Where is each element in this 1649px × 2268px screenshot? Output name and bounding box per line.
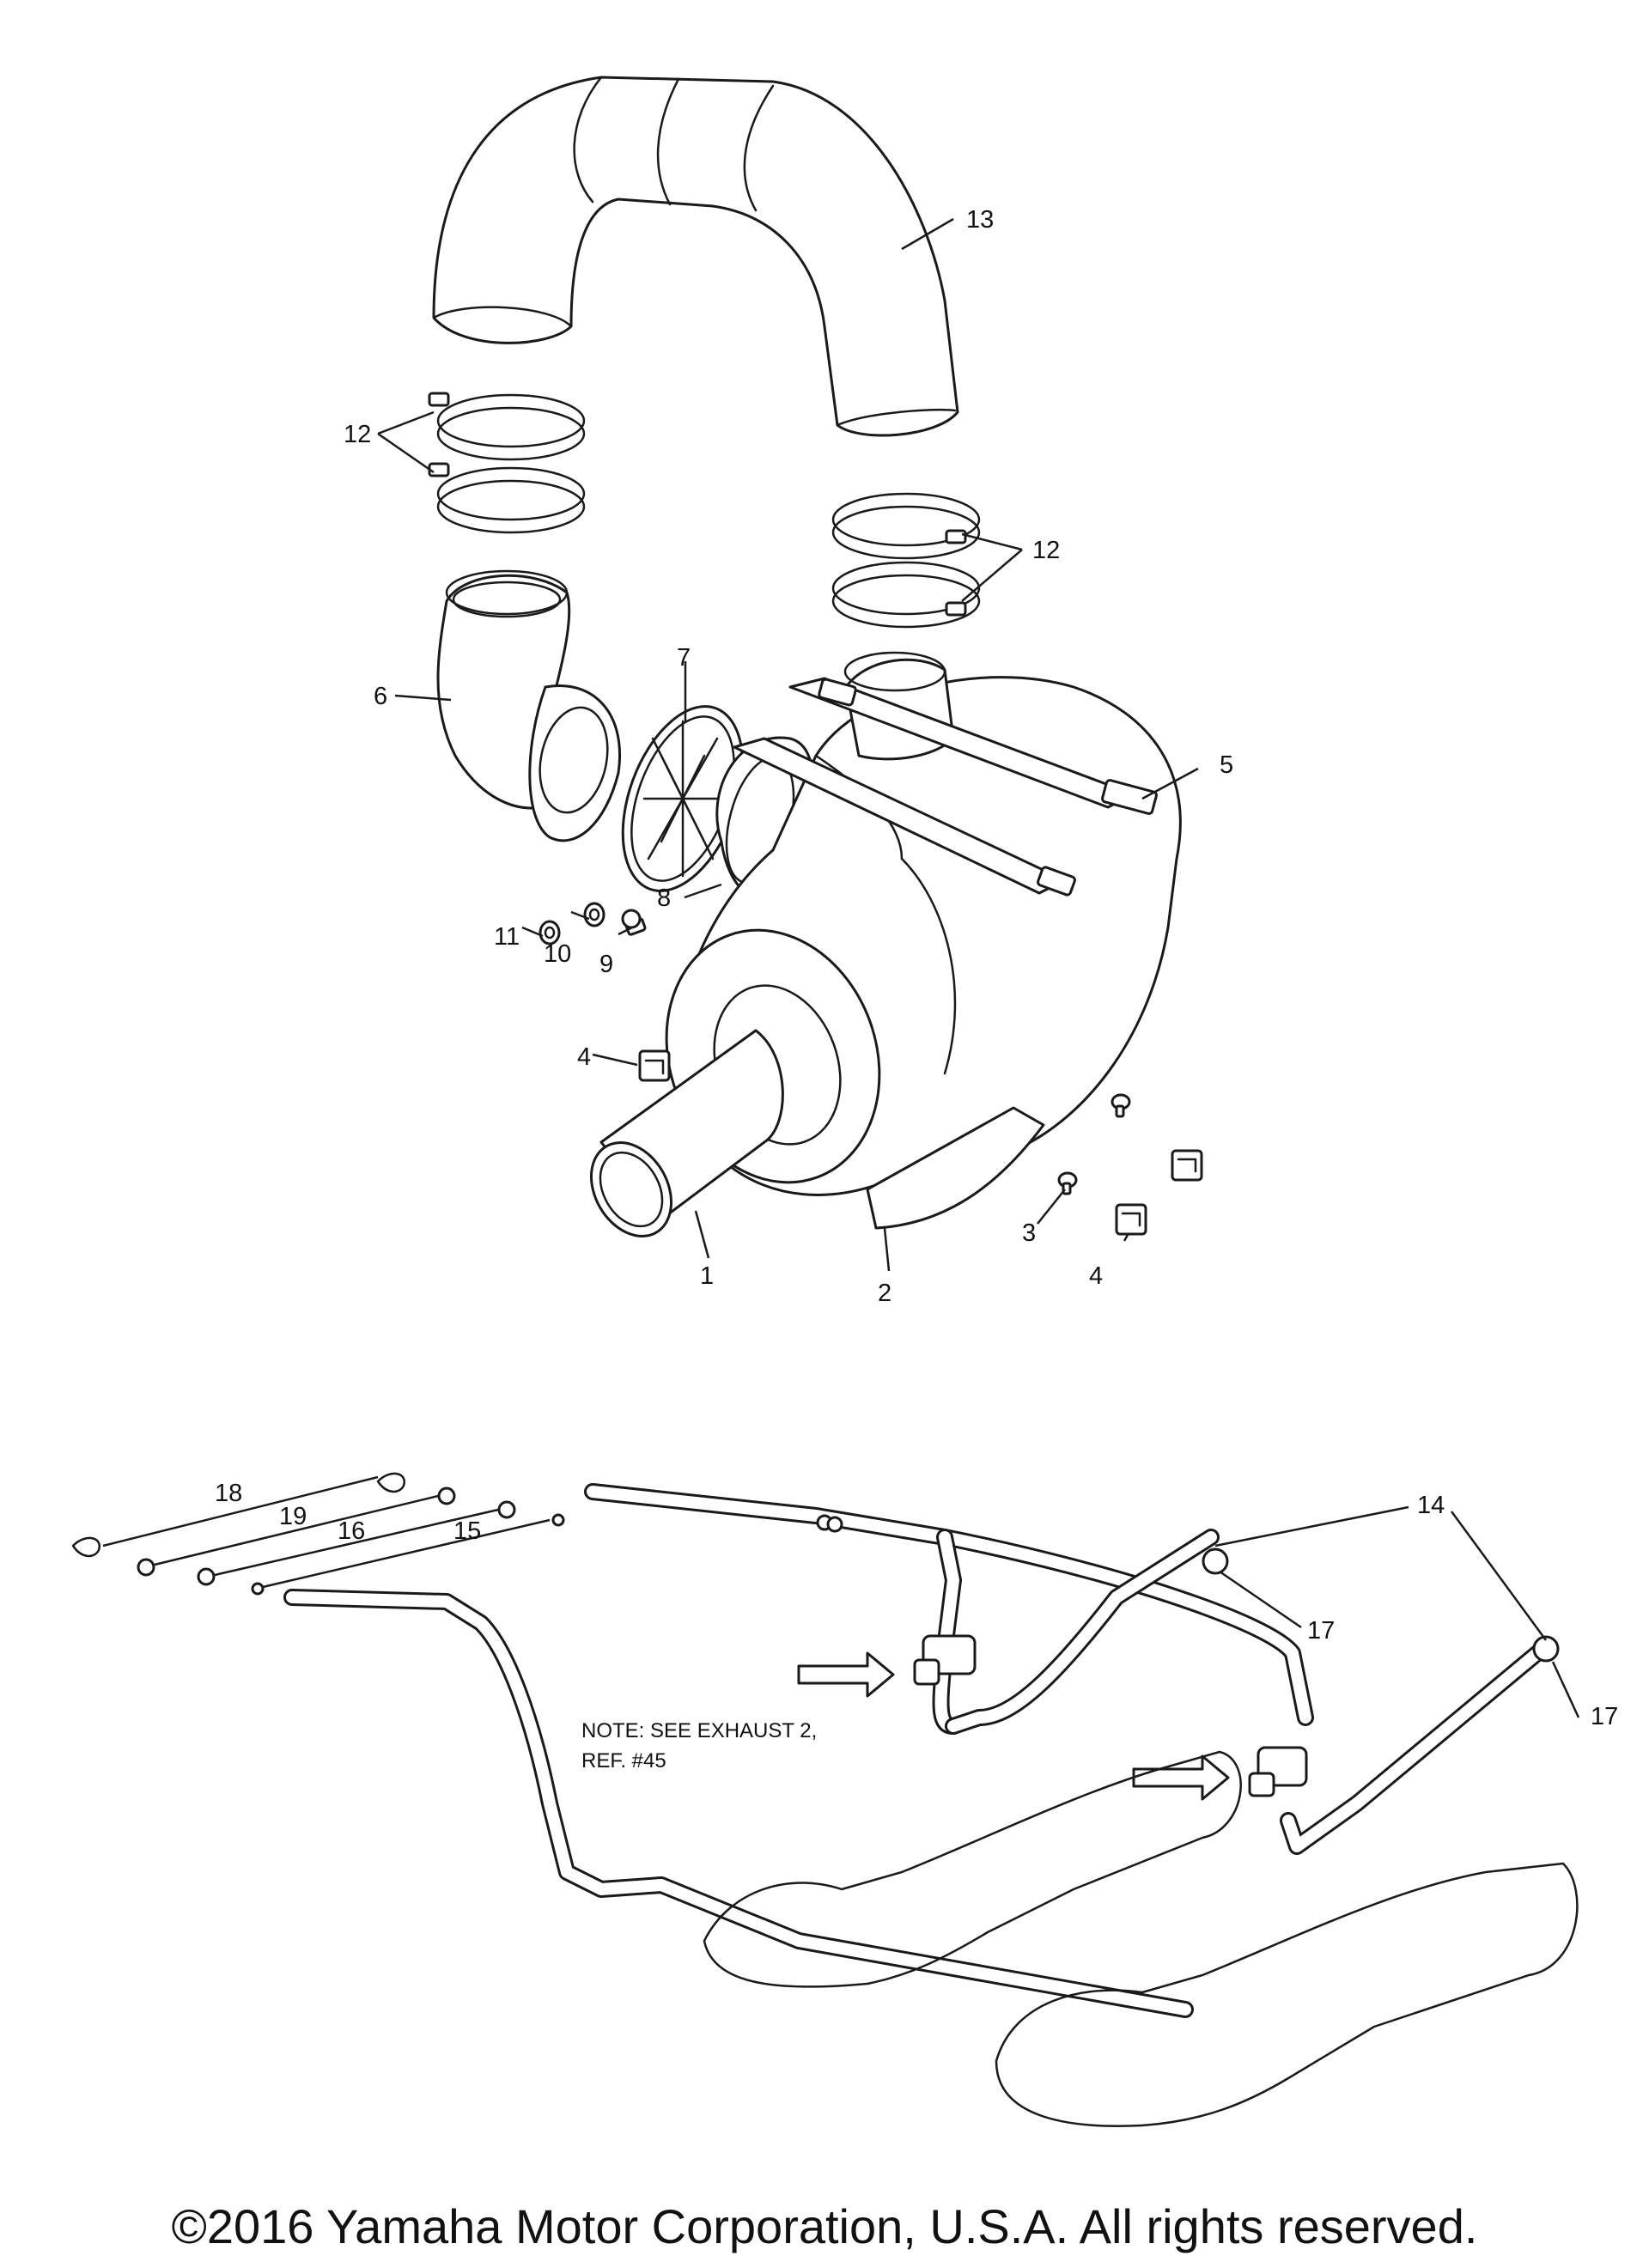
callout-8: 8 — [657, 885, 671, 912]
part-2-bracket — [866, 1106, 1045, 1230]
callout-12-right: 12 — [1032, 537, 1060, 564]
lower-hose-assembly — [283, 1483, 1560, 2018]
part-12-clamps-left — [428, 392, 586, 534]
part-13-exhaust-tube — [432, 76, 959, 437]
callout-17-left: 17 — [1307, 1617, 1335, 1645]
callout-4-left: 4 — [577, 1043, 591, 1071]
callout-1: 1 — [700, 1262, 714, 1290]
callout-9: 9 — [599, 951, 613, 978]
part-5-straps — [733, 677, 1158, 897]
callout-11: 11 — [494, 923, 520, 951]
copyright-text: ©2016 Yamaha Motor Corporation, U.S.A. A… — [171, 2199, 1478, 2253]
loose-fittings — [71, 1472, 565, 1596]
callout-18: 18 — [215, 1480, 242, 1507]
exhaust-manifolds — [703, 1750, 1579, 2127]
parts-3-4-clips — [638, 1049, 1203, 1236]
callout-labels: 13 12 12 6 7 5 8 11 10 9 4 3 4 1 2 18 19… — [215, 206, 1618, 1730]
callout-6: 6 — [374, 683, 387, 710]
part-12-clamps-right — [831, 492, 981, 629]
note-block: NOTE: SEE EXHAUST 2, REF. #45 — [581, 1719, 817, 1772]
note-line-2: REF. #45 — [581, 1749, 666, 1772]
callout-16: 16 — [338, 1517, 365, 1545]
callout-12-left: 12 — [344, 421, 371, 448]
fasteners-9-10-11 — [539, 902, 647, 946]
callout-5: 5 — [1220, 751, 1233, 779]
callout-2: 2 — [878, 1280, 891, 1307]
callout-3: 3 — [1022, 1219, 1036, 1247]
callout-15: 15 — [453, 1517, 481, 1545]
note-line-1: NOTE: SEE EXHAUST 2, — [581, 1719, 817, 1742]
leader-lines — [102, 217, 1580, 1718]
callout-13: 13 — [966, 206, 994, 234]
callout-7: 7 — [677, 644, 691, 672]
part-6-elbow — [436, 569, 621, 842]
callout-10: 10 — [544, 940, 571, 968]
callout-19: 19 — [279, 1503, 307, 1530]
callout-17-right: 17 — [1591, 1703, 1618, 1730]
callout-4-right: 4 — [1089, 1262, 1103, 1290]
callout-14: 14 — [1417, 1492, 1445, 1519]
